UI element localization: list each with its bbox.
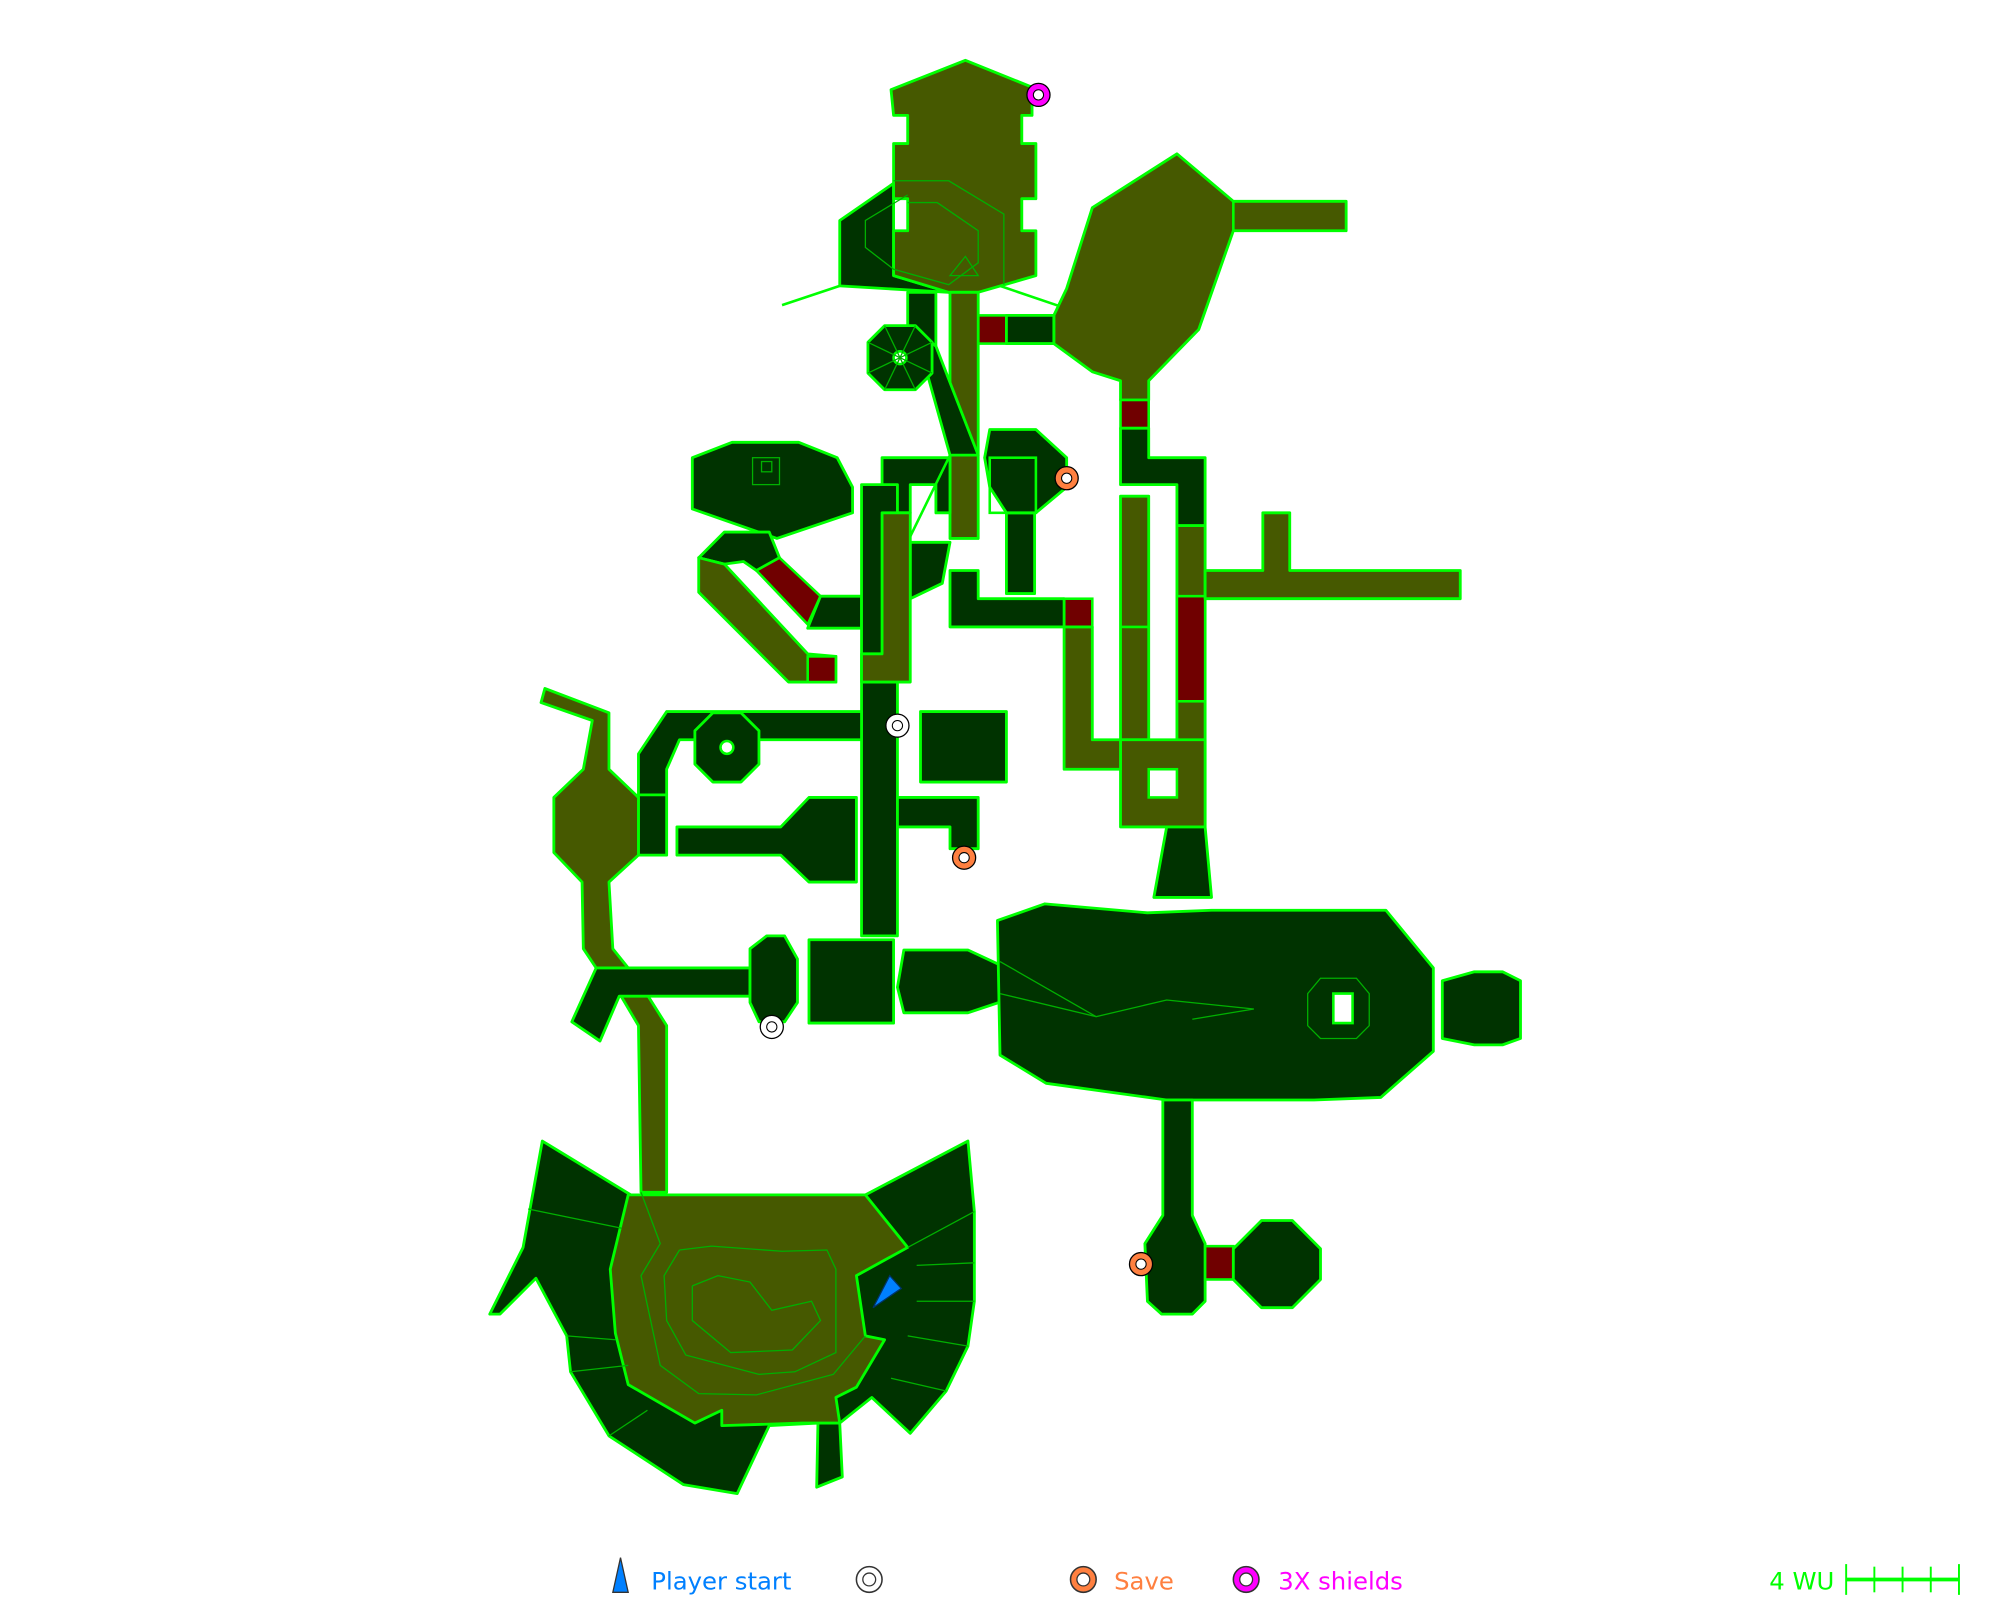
- player-start-legend-icon: [612, 1557, 630, 1593]
- scale-bar: [1845, 1564, 1960, 1595]
- item-marker[interactable]: [885, 713, 910, 738]
- hazard-floor: [976, 314, 1008, 345]
- legend-shields-label: 3X shields: [1278, 1567, 1403, 1596]
- shields-legend-icon: [1232, 1565, 1260, 1594]
- save-legend-icon: [1069, 1565, 1097, 1594]
- room-northeast: [1052, 152, 1348, 402]
- map-markers: [759, 82, 1154, 1309]
- room-southeast-octagon: [1231, 1219, 1322, 1310]
- room-west-hall: [690, 440, 854, 540]
- item-marker[interactable]: [759, 1014, 784, 1040]
- save-marker[interactable]: [1054, 466, 1079, 491]
- player-start-icon[interactable]: [872, 1274, 903, 1309]
- legend-player-start-label: Player start: [651, 1567, 791, 1596]
- shields-marker[interactable]: [1026, 82, 1051, 108]
- scale-label: 4 WU: [1769, 1567, 1834, 1596]
- map-geometry: [488, 58, 1522, 1495]
- room-top-tower: [889, 58, 1038, 294]
- save-marker[interactable]: [951, 845, 977, 870]
- item-legend-icon: [855, 1565, 883, 1594]
- room-east-hall: [996, 902, 1435, 1102]
- save-marker[interactable]: [1128, 1251, 1154, 1277]
- legend: Player start Save 3X shields 4 WU: [612, 1557, 1960, 1596]
- legend-save-label: Save: [1114, 1567, 1174, 1596]
- room-west-octagon: [539, 687, 669, 1194]
